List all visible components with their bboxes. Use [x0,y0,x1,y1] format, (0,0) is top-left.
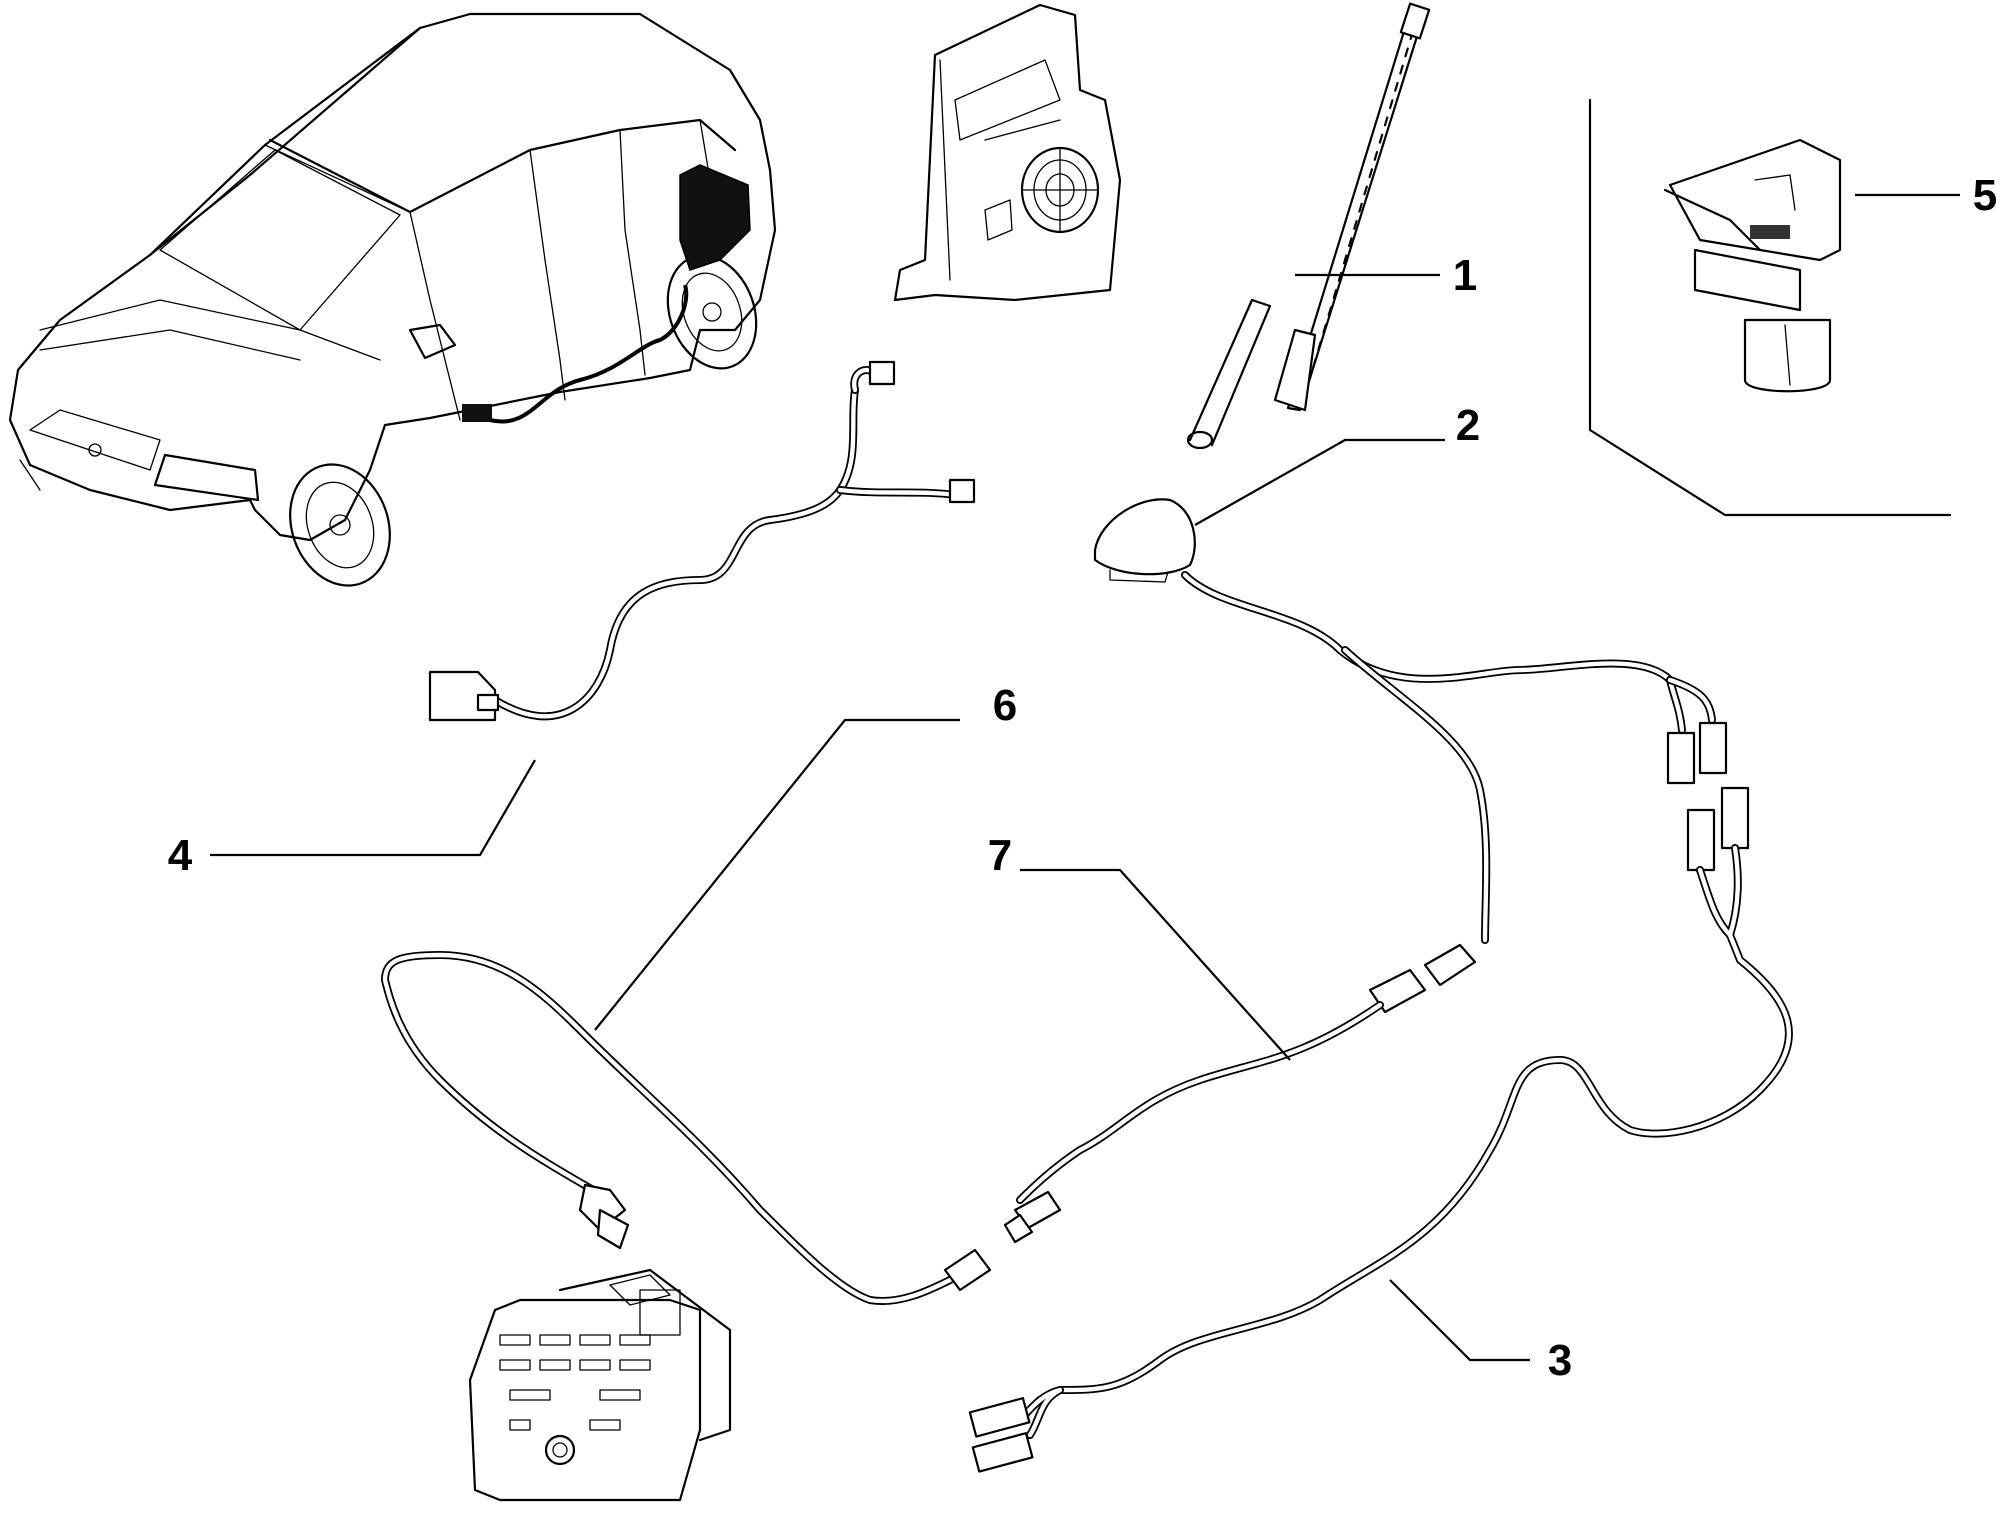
callout-6: 6 [993,681,1017,730]
harness-4 [428,360,976,722]
callout-5: 5 [1973,171,1997,220]
callout-labels: 1 2 3 4 5 6 7 [168,171,1997,1385]
callout-1: 1 [1453,251,1477,300]
callout-4: 4 [168,831,193,880]
clip-part [1663,138,1842,393]
harness-3 [968,571,1793,1473]
callout-2: 2 [1456,401,1480,450]
leader-lines [210,193,1960,1362]
speaker-icon [893,3,1122,302]
cable-7 [1003,646,1491,1244]
antenna-base [1093,498,1196,583]
cable-6 [381,951,992,1305]
detail-frame [1588,98,1952,517]
car-icon [8,12,777,587]
antenna-rod [1186,2,1431,450]
callout-3: 3 [1548,1336,1572,1385]
radio-icon [468,1268,732,1502]
callout-7: 7 [988,831,1012,880]
